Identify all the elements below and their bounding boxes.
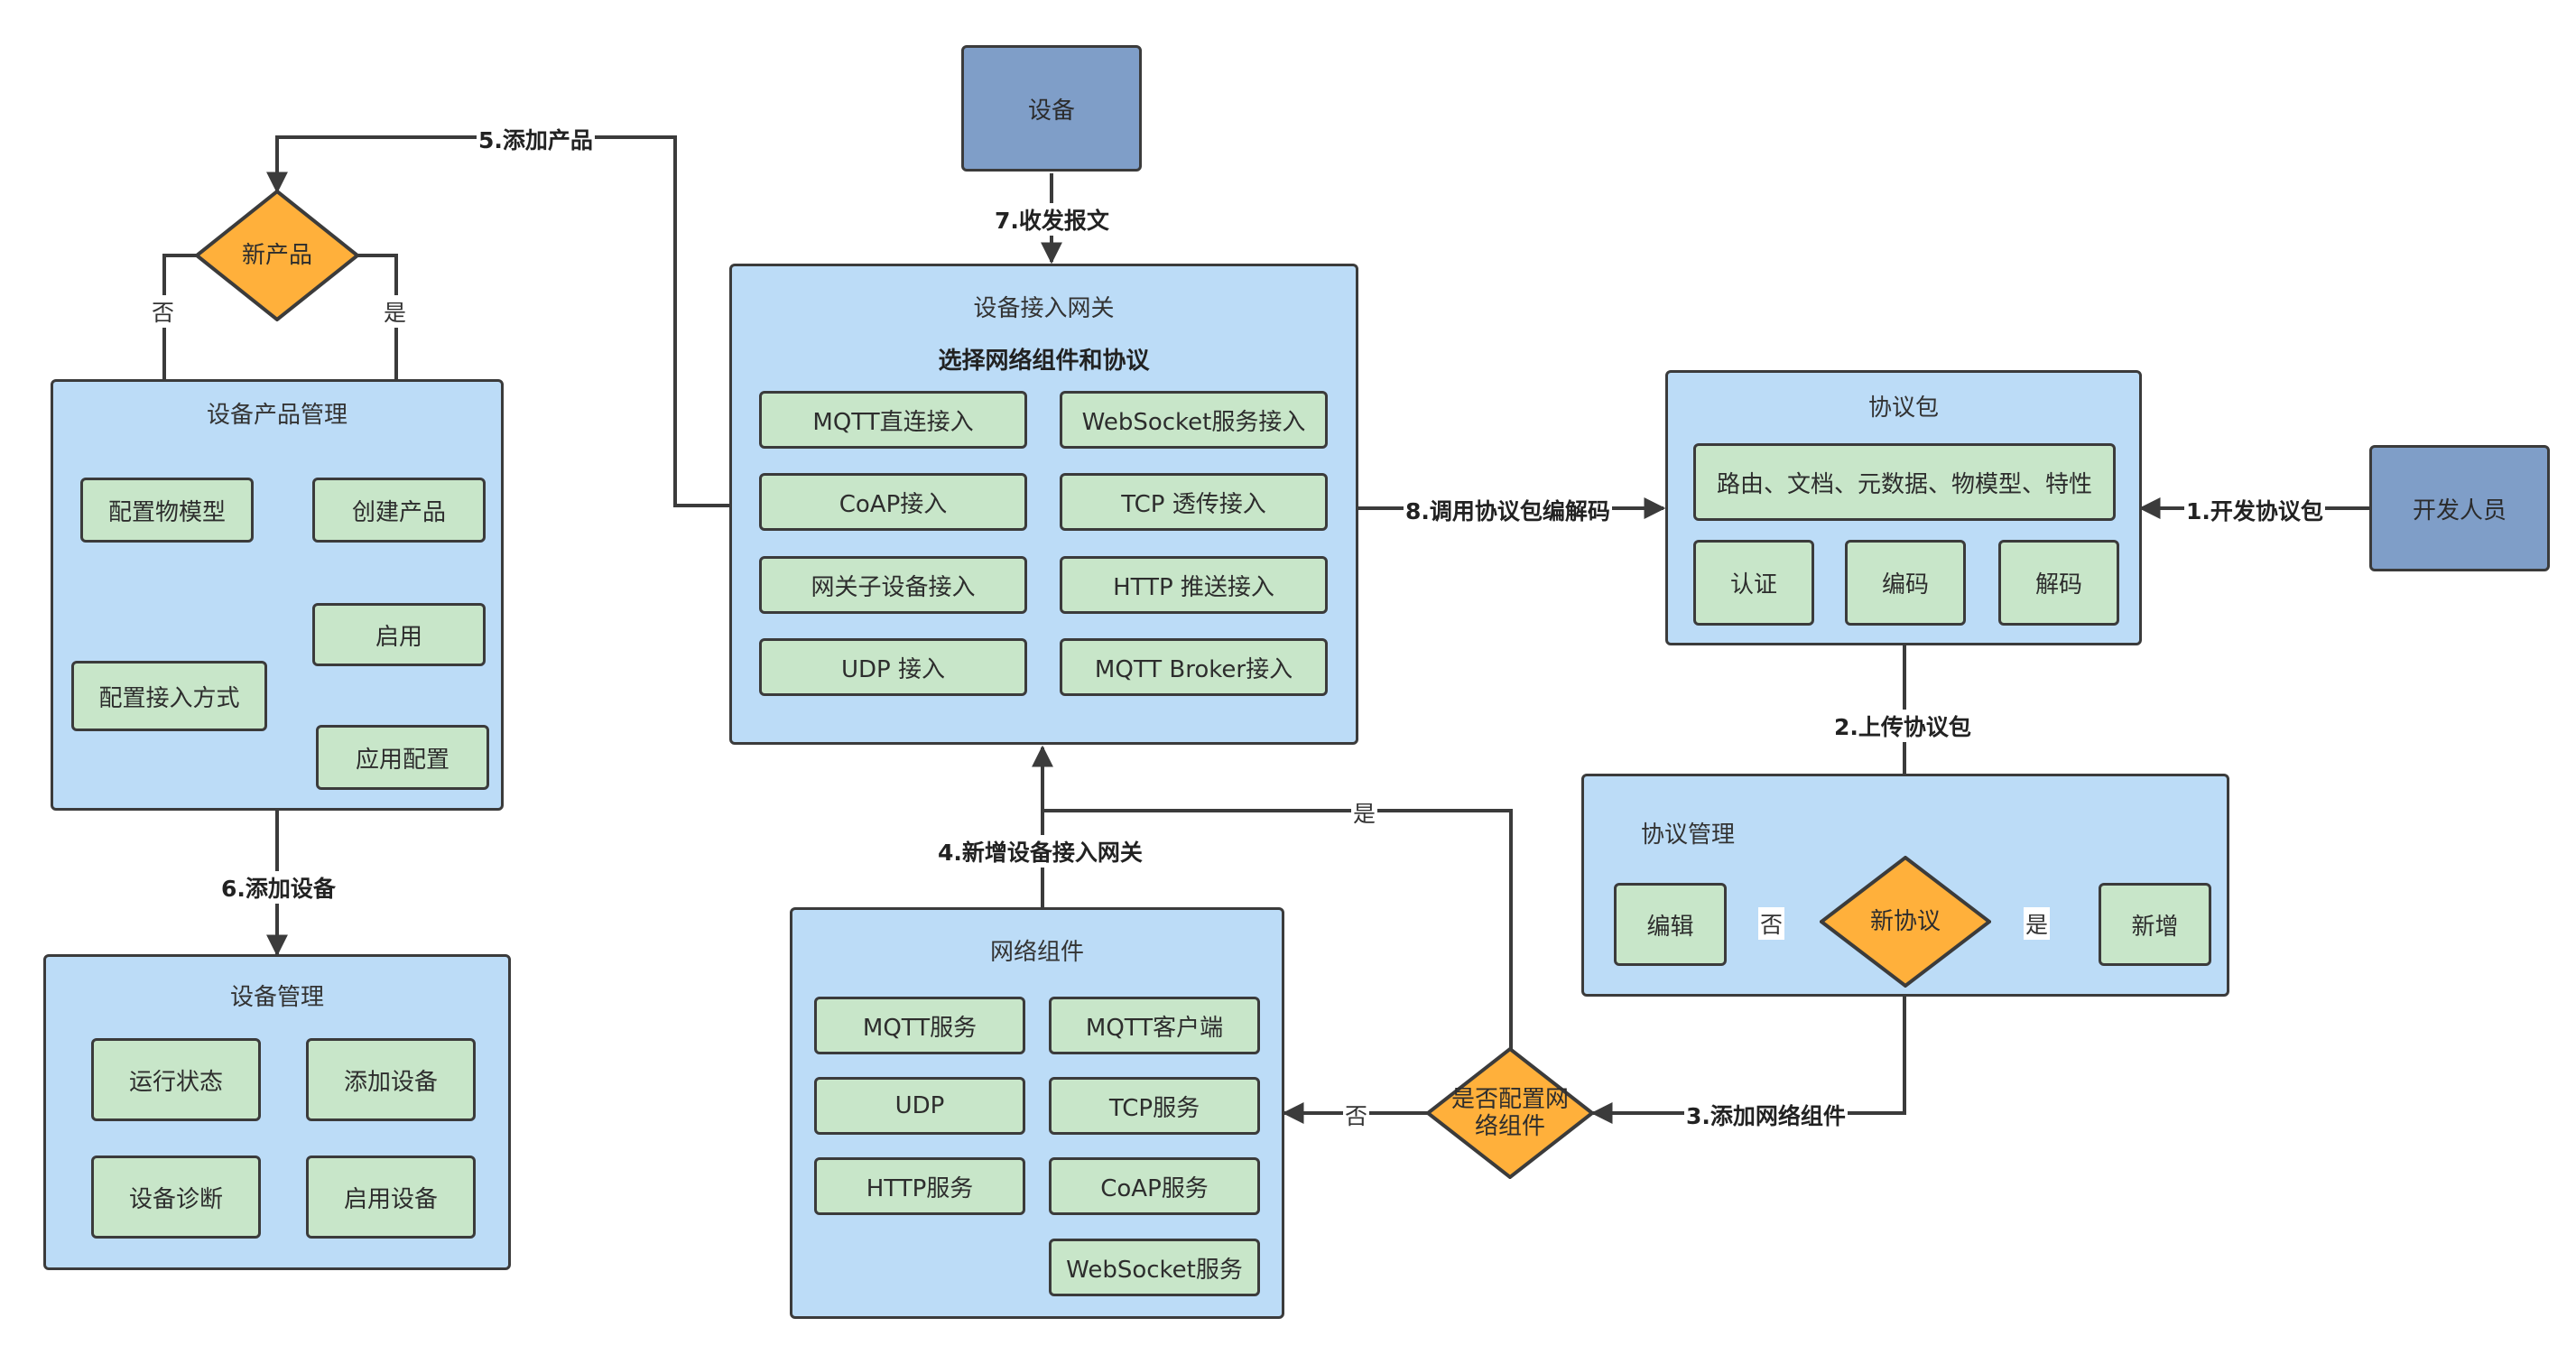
device-item: 运行状态 — [91, 1038, 261, 1121]
label-call-codec: 8.调用协议包编解码 — [1404, 494, 1612, 526]
device-item: 启用设备 — [306, 1155, 476, 1239]
gateway-item: WebSocket服务接入 — [1060, 391, 1328, 449]
network-config-label: 是否配置网络组件 — [1450, 1086, 1569, 1140]
network-item: MQTT服务 — [814, 997, 1025, 1054]
developer-label: 开发人员 — [2412, 497, 2507, 524]
label-upload-protocol: 2.上传协议包 — [1832, 710, 1973, 742]
apply-config-box: 应用配置 — [316, 725, 489, 790]
label-dev-protocol: 1.开发协议包 — [2184, 494, 2325, 526]
gateway-item: 网关子设备接入 — [759, 556, 1027, 614]
configure-access-box: 配置接入方式 — [71, 661, 267, 731]
network-item: MQTT客户端 — [1049, 997, 1260, 1054]
protocol-add-box: 新增 — [2099, 883, 2211, 966]
label-newproduct-no: 否 — [150, 295, 177, 328]
new-protocol-decision: 新协议 — [1820, 856, 1991, 988]
device-node: 设备 — [961, 45, 1142, 172]
product-management-panel: 设备产品管理 配置物模型 创建产品 配置接入方式 启用 应用配置 — [51, 379, 504, 811]
gateway-item: HTTP 推送接入 — [1060, 556, 1328, 614]
label-newproto-yes: 是 — [2024, 907, 2051, 940]
label-add-gateway: 4.新增设备接入网关 — [936, 835, 1144, 868]
configure-model-box: 配置物模型 — [80, 478, 254, 543]
network-item: WebSocket服务 — [1049, 1239, 1260, 1296]
protocol-features: 路由、文档、元数据、物模型、特性 — [1693, 443, 2116, 521]
network-item: HTTP服务 — [814, 1157, 1025, 1215]
label-newproto-no: 否 — [1758, 907, 1785, 940]
device-management-panel: 设备管理 运行状态 添加设备 设备诊断 启用设备 — [43, 954, 511, 1270]
label-add-network: 3.添加网络组件 — [1684, 1099, 1848, 1131]
network-components-title: 网络组件 — [989, 939, 1084, 966]
edge-add-network — [1590, 996, 1906, 1124]
gateway-item: UDP 接入 — [759, 638, 1027, 696]
label-add-device: 6.添加设备 — [219, 871, 338, 904]
device-management-title: 设备管理 — [229, 984, 324, 1011]
gateway-panel: 设备接入网关 选择网络组件和协议 MQTT直连接入 WebSocket服务接入 … — [729, 264, 1358, 745]
device-item: 设备诊断 — [91, 1155, 261, 1239]
gateway-subtitle: 选择网络组件和协议 — [938, 348, 1150, 375]
label-add-product: 5.添加产品 — [477, 123, 595, 155]
device-item: 添加设备 — [306, 1038, 476, 1121]
label-netdecision-no: 否 — [1343, 1099, 1370, 1131]
protocol-package-title: 协议包 — [1867, 394, 1939, 422]
developer-node: 开发人员 — [2369, 445, 2550, 571]
product-management-title: 设备产品管理 — [206, 402, 347, 429]
network-config-decision: 是否配置网络组件 — [1426, 1047, 1594, 1179]
label-newproduct-yes: 是 — [382, 295, 409, 328]
create-product-box: 创建产品 — [312, 478, 486, 543]
enable-box: 启用 — [312, 603, 486, 666]
new-protocol-label: 新协议 — [1869, 908, 1941, 935]
label-netdecision-yes: 是 — [1351, 796, 1378, 829]
protocol-management-title: 协议管理 — [1641, 821, 1736, 849]
edge-netdecision-yes — [1032, 745, 1513, 1050]
new-product-label: 新产品 — [241, 242, 312, 269]
device-label: 设备 — [1027, 97, 1075, 125]
protocol-item-auth: 认证 — [1693, 540, 1814, 626]
gateway-item: TCP 透传接入 — [1060, 473, 1328, 531]
protocol-edit-box: 编辑 — [1614, 883, 1727, 966]
new-product-decision: 新产品 — [195, 190, 359, 321]
gateway-item: MQTT直连接入 — [759, 391, 1027, 449]
protocol-item-decode: 解码 — [1998, 540, 2119, 626]
network-item: TCP服务 — [1049, 1077, 1260, 1135]
gateway-item: MQTT Broker接入 — [1060, 638, 1328, 696]
label-send-receive: 7.收发报文 — [993, 203, 1111, 236]
gateway-item: CoAP接入 — [759, 473, 1027, 531]
network-item: CoAP服务 — [1049, 1157, 1260, 1215]
gateway-title: 设备接入网关 — [973, 295, 1115, 322]
protocol-package-panel: 协议包 路由、文档、元数据、物模型、特性 认证 编码 解码 — [1665, 370, 2142, 645]
protocol-item-encode: 编码 — [1845, 540, 1966, 626]
network-components-panel: 网络组件 MQTT服务 MQTT客户端 UDP TCP服务 HTTP服务 CoA… — [790, 907, 1284, 1319]
network-item: UDP — [814, 1077, 1025, 1135]
edge-add-product — [266, 135, 729, 507]
